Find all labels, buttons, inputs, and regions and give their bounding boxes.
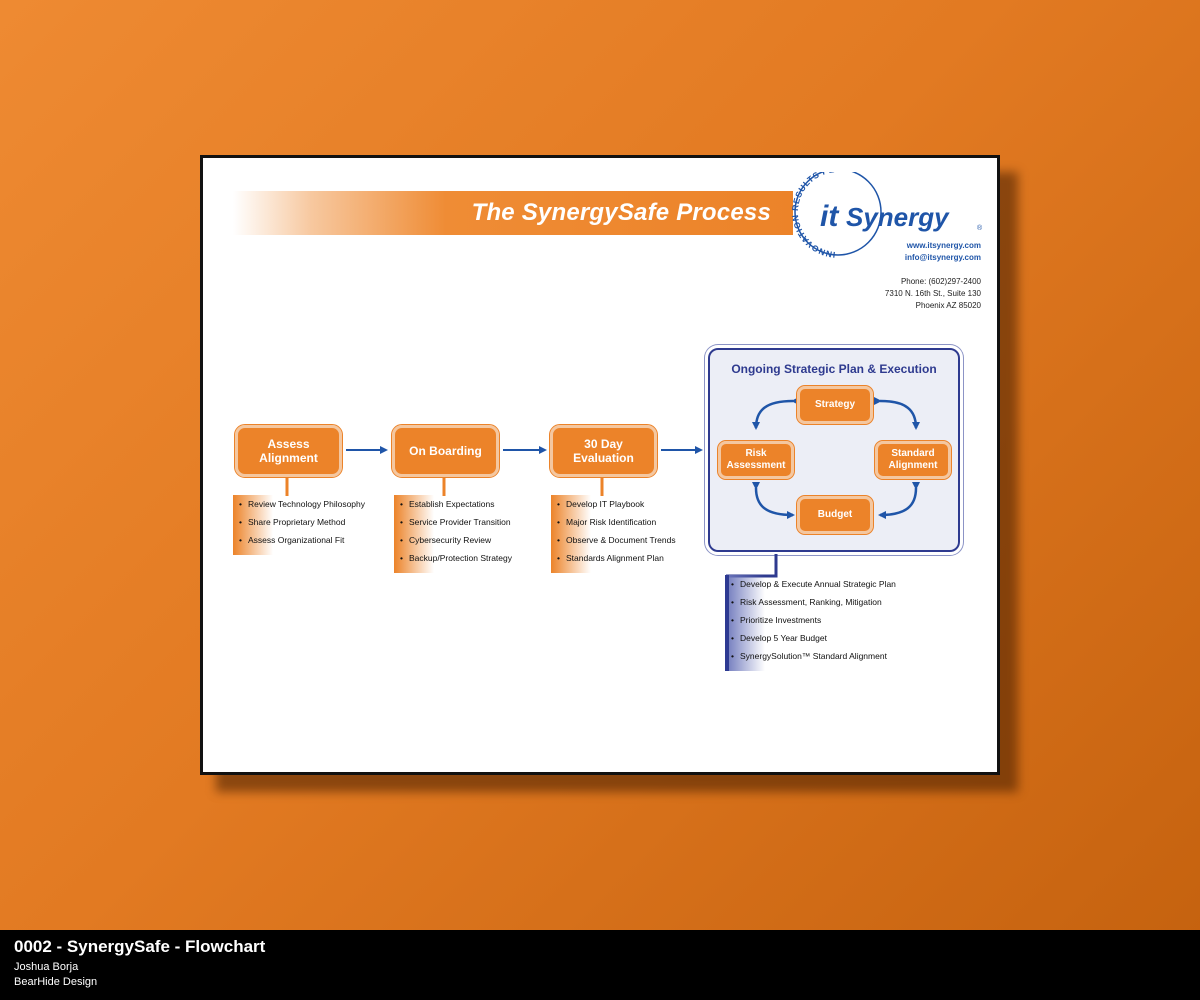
step-assess-alignment[interactable]: Assess Alignment bbox=[234, 424, 343, 478]
caption-author: Joshua Borja bbox=[14, 961, 79, 973]
ongoing-title: Ongoing Strategic Plan & Execution bbox=[731, 362, 937, 376]
address-line-2: Phoenix AZ 85020 bbox=[915, 301, 981, 310]
list-item: Major Risk Identification bbox=[557, 513, 701, 531]
step-30-day-evaluation[interactable]: 30 Day Evaluation bbox=[549, 424, 658, 478]
address-line-1: 7310 N. 16th St., Suite 130 bbox=[884, 289, 981, 298]
phone-text: Phone: (602)297-2400 bbox=[900, 277, 981, 286]
list-item: Establish Expectations bbox=[400, 495, 544, 513]
cycle-strategy[interactable]: Strategy bbox=[796, 385, 874, 425]
list-item: Observe & Document Trends bbox=[557, 531, 701, 549]
ongoing-list-bar bbox=[725, 575, 729, 671]
flowchart-card: The SynergySafe Process INNOVATION RESUL… bbox=[200, 155, 1000, 775]
page-title: The SynergySafe Process bbox=[471, 199, 771, 226]
list-item: Cybersecurity Review bbox=[400, 531, 544, 549]
list-item: Backup/Protection Strategy bbox=[400, 549, 544, 567]
ongoing-list: Develop & Execute Annual Strategic Plan … bbox=[725, 575, 925, 671]
caption-bar: 0002 - SynergySafe - Flowchart Joshua Bo… bbox=[0, 930, 1200, 1000]
list-item: Share Proprietary Method bbox=[239, 513, 383, 531]
caption-company: BearHide Design bbox=[14, 976, 98, 988]
list-item: Assess Organizational Fit bbox=[239, 531, 383, 549]
step-on-boarding[interactable]: On Boarding bbox=[391, 424, 500, 478]
list-item: Risk Assessment, Ranking, Mitigation bbox=[731, 593, 925, 611]
list-item: Service Provider Transition bbox=[400, 513, 544, 531]
svg-text:Synergy: Synergy bbox=[846, 202, 950, 232]
connector-ongoing bbox=[726, 554, 778, 578]
caption-title: 0002 - SynergySafe - Flowchart bbox=[14, 937, 266, 956]
evaluation-list: Develop IT Playbook Major Risk Identific… bbox=[551, 495, 701, 573]
email-link[interactable]: info@itsynergy.com bbox=[904, 253, 981, 262]
title-banner: The SynergySafe Process bbox=[233, 191, 793, 235]
list-item: Develop & Execute Annual Strategic Plan bbox=[731, 575, 925, 593]
svg-text:®: ® bbox=[977, 224, 983, 232]
list-item: Standards Alignment Plan bbox=[557, 549, 701, 567]
cycle-budget[interactable]: Budget bbox=[796, 495, 874, 535]
svg-text:it: it bbox=[820, 200, 840, 233]
website-link[interactable]: www.itsynergy.com bbox=[906, 241, 981, 250]
itsynergy-logo: INNOVATION RESULTS PEOPLE it Synergy ® bbox=[786, 172, 983, 260]
cycle-standard-alignment[interactable]: Standard Alignment bbox=[874, 440, 952, 480]
cycle-risk-assessment[interactable]: Risk Assessment bbox=[717, 440, 795, 480]
list-item: Develop IT Playbook bbox=[557, 495, 701, 513]
onboarding-list: Establish Expectations Service Provider … bbox=[394, 495, 544, 573]
list-item: Review Technology Philosophy bbox=[239, 495, 383, 513]
list-item: Prioritize Investments bbox=[731, 611, 925, 629]
assess-list: Review Technology Philosophy Share Propr… bbox=[233, 495, 383, 555]
list-item: Develop 5 Year Budget bbox=[731, 629, 925, 647]
list-item: SynergySolution™ Standard Alignment bbox=[731, 647, 925, 665]
